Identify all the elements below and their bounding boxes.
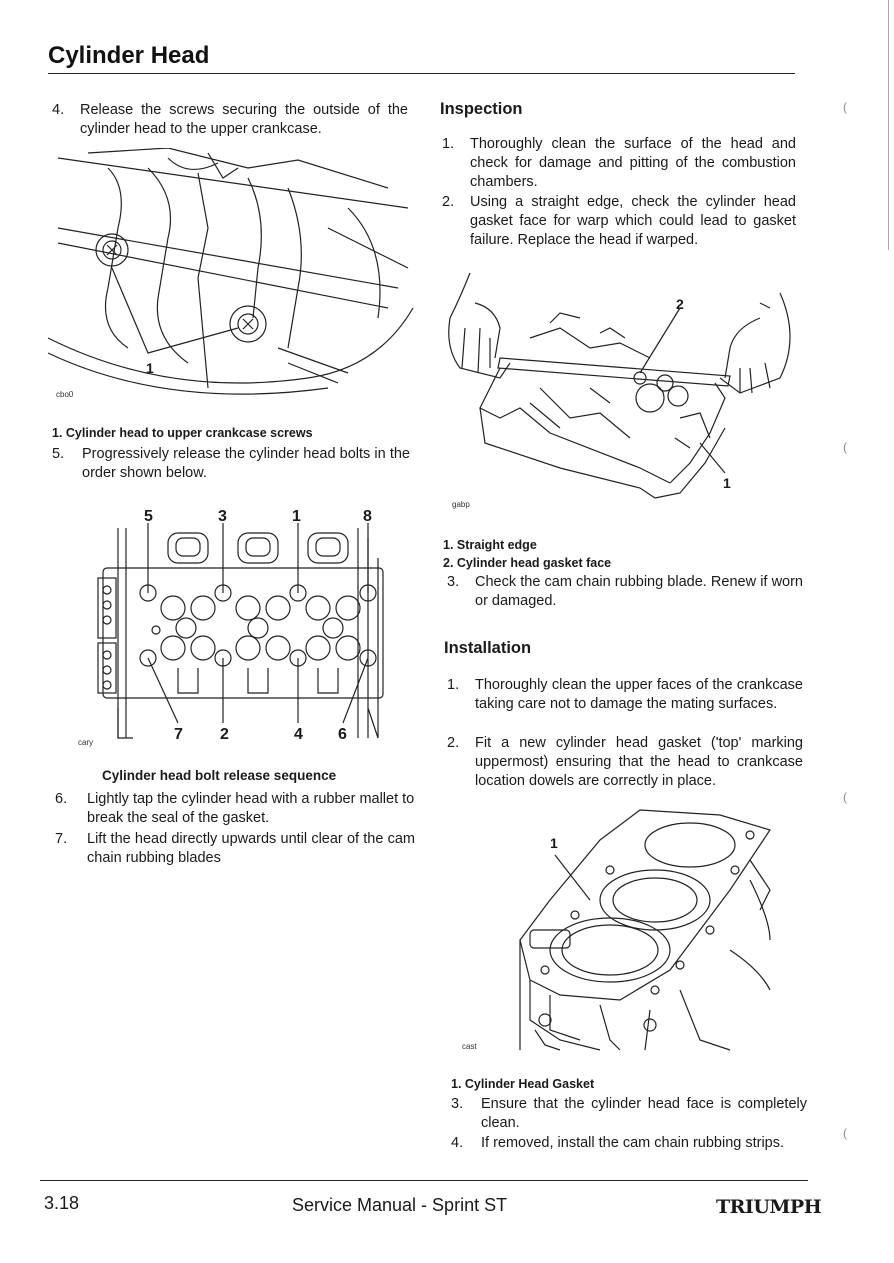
step-number: 3. [447,574,460,590]
step-text: Progressively release the cylinder head … [82,446,410,481]
figure-code: cbo0 [56,390,74,399]
header-rule [48,73,795,74]
step-7-left: 7. Lift the head directly upwards until … [55,830,415,870]
installation-step-2: 2. Fit a new cylinder head gasket ('top'… [447,734,803,794]
step-number: 1. [442,136,455,152]
step-number: 5. [52,446,65,462]
page-title: Cylinder Head [48,42,210,69]
step-number: 4. [52,102,65,118]
step-number: 2. [447,735,460,751]
margin-mark: ( [843,100,847,114]
page-edge-line [888,0,889,250]
screws-drawing [48,148,414,395]
footer-manual-title: Service Manual - Sprint ST [292,1195,508,1215]
caption-straight-edge: 1. Straight edge [443,538,537,552]
step-text: Lift the head directly upwards until cle… [87,831,415,866]
margin-mark: ( [843,1126,847,1140]
step-text: Ensure that the cylinder head face is co… [481,1096,807,1131]
inspection-heading: Inspection [440,100,523,118]
installation-step-3: 3. Ensure that the cylinder head face is… [451,1095,807,1135]
step-number: 6. [55,791,68,807]
bolt-label-bottom-4: 6 [338,726,347,743]
bolt-label-bottom-3: 4 [294,726,303,743]
step-text: Thoroughly clean the surface of the head… [470,136,796,190]
margin-mark: ( [843,440,847,454]
figure-code: cary [78,738,94,747]
step-text: Using a straight edge, check the cylinde… [470,194,796,248]
installation-step-4: 4. If removed, install the cam chain rub… [451,1134,807,1158]
bolt-label-bottom-2: 2 [220,726,229,743]
caption-gasket-face: 2. Cylinder head gasket face [443,556,612,570]
figure-label-1: 1 [550,835,558,851]
bolt-sequence-drawing [97,523,384,739]
figure-upper-crankcase-screws: 1 cbo0 [48,148,418,410]
figure-label-1: 1 [146,360,154,376]
step-number: 2. [442,194,455,210]
gasket-drawing [519,809,771,1051]
bolt-label-top-3: 1 [292,508,301,525]
brand-logo: TRIUMPH [716,1196,822,1218]
figure-cylinder-head-gasket: 1 cast [450,800,790,1060]
step-4-left: 4. Release the screws securing the outsi… [52,101,408,141]
bolt-label-top-4: 8 [363,508,372,525]
step-text: Lightly tap the cylinder head with a rub… [87,791,415,826]
figure-label-1: 1 [723,475,731,491]
step-text: If removed, install the cam chain rubbin… [481,1135,785,1151]
footer-page-number: 3.18 [44,1193,80,1213]
margin-mark: ( [843,790,847,804]
step-text: Check the cam chain rubbing blade. Renew… [475,574,803,609]
step-number: 1. [447,677,460,693]
figure-straight-edge: 2 1 gabp [440,268,810,518]
figure-caption-screws: 1. Cylinder head to upper crankcase scre… [52,426,313,440]
inspection-step-3: 3. Check the cam chain rubbing blade. Re… [447,573,803,613]
bolt-label-top-2: 3 [218,508,227,525]
figure-label-2: 2 [676,296,684,312]
figure-bolt-sequence: 5 3 1 8 7 2 4 6 cary [78,508,398,748]
step-text: Release the screws securing the outside … [80,102,408,137]
step-text: Fit a new cylinder head gasket ('top' ma… [475,735,803,789]
step-text: Thoroughly clean the upper faces of the … [475,677,803,712]
step-number: 4. [451,1135,464,1151]
caption-cylinder-head-gasket: 1. Cylinder Head Gasket [451,1077,595,1091]
straight-edge-drawing [448,272,791,499]
installation-heading: Installation [444,639,532,657]
inspection-step-2: 2. Using a straight edge, check the cyli… [442,193,798,253]
step-5-left: 5. Progressively release the cylinder he… [52,445,410,485]
bolt-label-bottom-1: 7 [174,726,183,743]
step-6-left: 6. Lightly tap the cylinder head with a … [55,790,415,830]
inspection-step-1: 1. Thoroughly clean the surface of the h… [442,135,798,195]
figure-code: gabp [452,500,470,509]
step-number: 3. [451,1096,464,1112]
bolt-label-top-1: 5 [144,508,153,525]
footer-rule [40,1180,808,1181]
installation-step-1: 1. Thoroughly clean the upper faces of t… [447,676,803,736]
step-number: 7. [55,831,68,847]
figure-code: cast [462,1042,477,1051]
figure-caption-bolt-sequence: Cylinder head bolt release sequence [102,768,337,783]
